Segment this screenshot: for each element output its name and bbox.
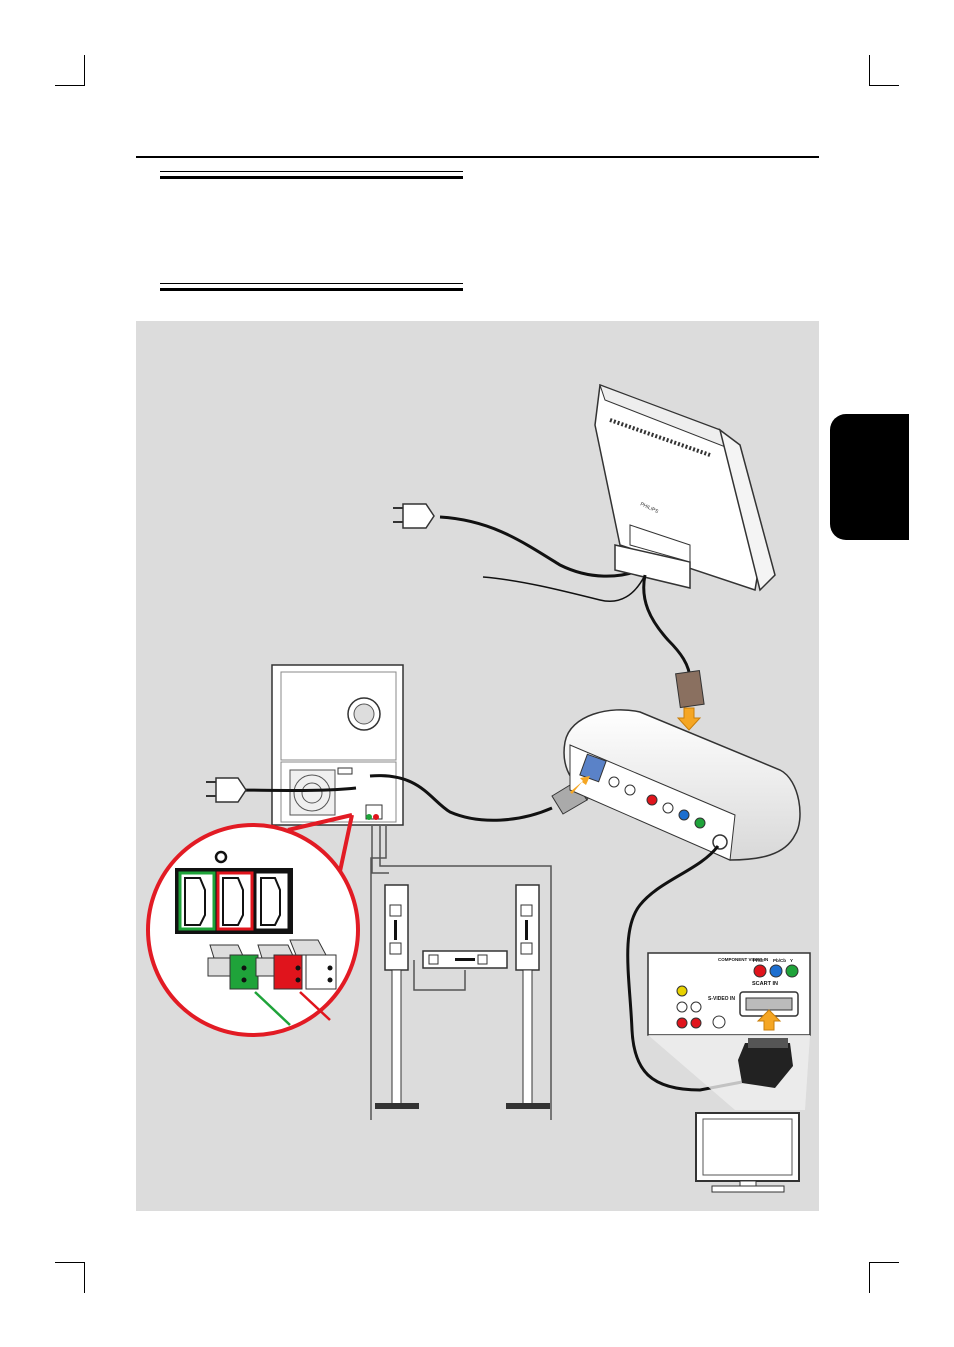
pb-cb-label: Pb/Cb <box>773 958 786 963</box>
arrow-to-adapter <box>678 708 700 730</box>
s-video-label: S-VIDEO IN <box>708 996 735 1002</box>
front-speaker-left <box>375 885 419 1109</box>
hdmi-plug <box>676 671 704 708</box>
subwoofer <box>272 665 403 825</box>
monitor: PHILIPS <box>595 385 775 590</box>
y-label: Y <box>790 958 793 963</box>
connector-callout <box>148 815 358 1035</box>
power-plug-left <box>206 778 246 802</box>
front-speaker-right <box>506 885 550 1109</box>
television <box>696 1113 799 1192</box>
pr-cr-label: Pr/Cr <box>753 958 764 963</box>
scart-in-label: SCART IN <box>752 981 778 987</box>
video-adapter-box <box>564 710 800 860</box>
power-plug-top <box>393 504 434 528</box>
tv-back-panel: COMPONENT VIDEO IN Pr/Cr Pb/Cb Y S-VIDEO… <box>648 953 810 1035</box>
hdmi-cable <box>644 575 690 680</box>
center-speaker <box>423 951 507 968</box>
